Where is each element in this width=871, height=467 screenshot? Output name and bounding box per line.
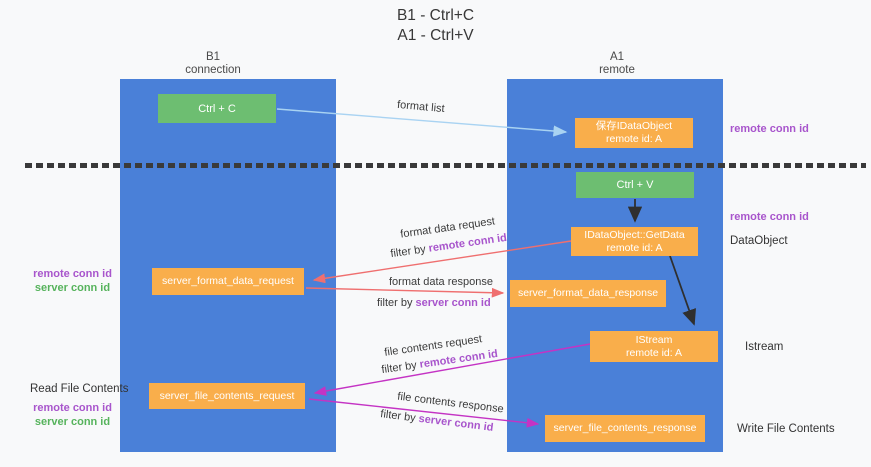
label-server-conn-id-2: server conn id [417, 412, 495, 434]
node-idataobject-getdata-line1: IDataObject::GetData [584, 228, 685, 241]
label-remote-conn-id-1: remote conn id [427, 231, 508, 255]
node-ctrl-v-label: Ctrl + V [616, 179, 654, 191]
annotation-read-file-contents: Read File Contents [30, 383, 129, 395]
node-istream-line1: IStream [635, 333, 673, 346]
node-idataobject-getdata-line2: remote id: A [606, 241, 663, 254]
node-istream: IStream remote id: A [590, 331, 718, 362]
annotation-istream: Istream [745, 341, 784, 353]
right-column-name: A1 [609, 51, 625, 63]
node-ctrl-c: Ctrl + C [158, 94, 276, 123]
title-line-1: B1 - Ctrl+C [396, 7, 475, 24]
left-column-header: B1 connection [153, 51, 273, 77]
node-save-idataobject-line2: remote id: A [605, 133, 663, 145]
node-server-format-data-response: server_format_data_response [510, 280, 666, 307]
dashed-separator [25, 163, 866, 168]
left-column-name: B1 [205, 51, 221, 63]
label-filter-by-text-4: filter by [379, 408, 420, 425]
node-istream-line2: remote id: A [625, 346, 683, 359]
label-format-list: format list [396, 98, 446, 116]
node-idataobject-getdata: IDataObject::GetData remote id: A [571, 227, 698, 256]
node-ctrl-v: Ctrl + V [576, 172, 694, 198]
annotation-conn-ids-left-bottom: remote conn id server conn id [25, 401, 120, 429]
diagram-title: B1 - Ctrl+C A1 - Ctrl+V [0, 6, 871, 46]
annotation-server-conn-id-left-2: server conn id [34, 416, 111, 428]
label-filter-by-text-1: filter by [389, 242, 430, 261]
annotation-remote-conn-id-left-1: remote conn id [33, 268, 112, 280]
left-column-subtitle: connection [185, 64, 241, 76]
label-filter-server-1: filter by server conn id [377, 297, 491, 309]
node-server-format-data-request-label: server_format_data_request [162, 275, 294, 287]
annotation-remote-conn-id-top-right: remote conn id [730, 123, 809, 135]
label-format-data-response: format data response [389, 276, 493, 288]
label-filter-by-text-2: filter by [377, 297, 416, 309]
label-filter-by-text-3: filter by [380, 358, 421, 377]
node-server-file-contents-request-label: server_file_contents_request [159, 389, 295, 402]
node-server-file-contents-request: server_file_contents_request [149, 383, 305, 409]
node-server-file-contents-response: server_file_contents_response [545, 415, 705, 442]
annotation-conn-ids-left-top: remote conn id server conn id [25, 267, 120, 295]
right-column-header: A1 remote [557, 51, 677, 77]
node-server-file-contents-response-label: server_file_contents_response [553, 422, 697, 434]
node-server-format-data-response-label: server_format_data_response [517, 287, 659, 299]
annotation-remote-conn-id-left-2: remote conn id [33, 402, 112, 414]
label-server-conn-id-1: server conn id [415, 297, 491, 309]
annotation-server-conn-id-left-1: server conn id [34, 282, 111, 294]
annotation-remote-conn-id-mid-right: remote conn id [730, 211, 809, 223]
title-line-2: A1 - Ctrl+V [397, 27, 474, 44]
node-server-format-data-request: server_format_data_request [152, 268, 304, 295]
annotation-write-file-contents: Write File Contents [737, 423, 835, 435]
node-save-idataobject: 保存IDataObject remote id: A [575, 118, 693, 148]
right-column-subtitle: remote [599, 64, 635, 76]
annotation-dataobject: DataObject [730, 235, 788, 247]
node-save-idataobject-line1: 保存IDataObject [595, 120, 673, 132]
node-ctrl-c-label: Ctrl + C [198, 102, 236, 115]
